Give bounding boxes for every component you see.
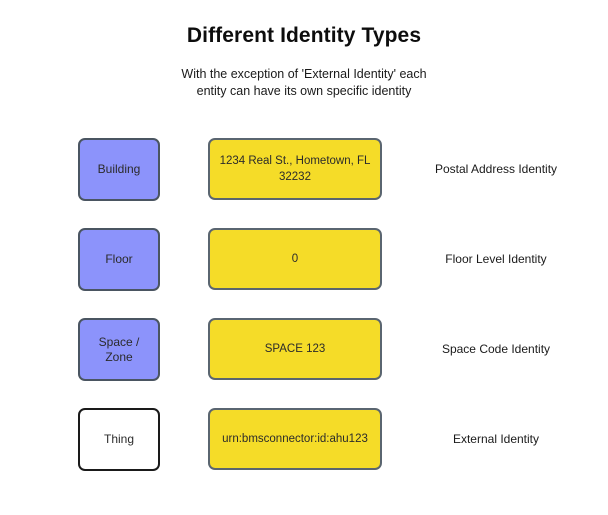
identity-type-label: Space Code Identity [441,342,551,356]
identity-type-label: External Identity [452,432,540,446]
subtitle-line-1: With the exception of 'External Identity… [181,67,427,81]
identity-row: Floor 0 Floor Level Identity [0,228,608,318]
entity-label: Thing [103,432,135,446]
value-text: SPACE 123 [264,343,326,355]
value-box-floor: 0 [208,228,382,290]
entity-label: Building [97,162,141,176]
value-text: 1234 Real St., Hometown, FL 32232 [219,155,371,183]
entity-label: Space / Zone [98,334,140,364]
identity-row: Thing urn:bmsconnector:id:ahu123 Externa… [0,408,608,498]
entity-box-thing: Thing [78,408,160,471]
value-text: urn:bmsconnector:id:ahu123 [222,433,368,445]
identity-type-label: Floor Level Identity [445,252,547,266]
value-box-building: 1234 Real St., Hometown, FL 32232 [208,138,382,200]
identity-type-label: Postal Address Identity [434,162,558,176]
entity-box-floor: Floor [78,228,160,291]
identity-row-list: Building 1234 Real St., Hometown, FL 322… [0,138,608,498]
entity-box-space-zone: Space / Zone [78,318,160,381]
identity-row: Building 1234 Real St., Hometown, FL 322… [0,138,608,228]
page-subtitle: With the exception of 'External Identity… [104,66,504,100]
value-box-thing: urn:bmsconnector:id:ahu123 [208,408,382,470]
page-title: Different Identity Types [186,24,422,47]
value-box-space-zone: SPACE 123 [208,318,382,380]
identity-row: Space / Zone SPACE 123 Space Code Identi… [0,318,608,408]
subtitle-line-2: entity can have its own specific identit… [196,84,412,98]
entity-box-building: Building [78,138,160,201]
value-text: 0 [291,253,299,265]
entity-label: Floor [105,252,133,266]
